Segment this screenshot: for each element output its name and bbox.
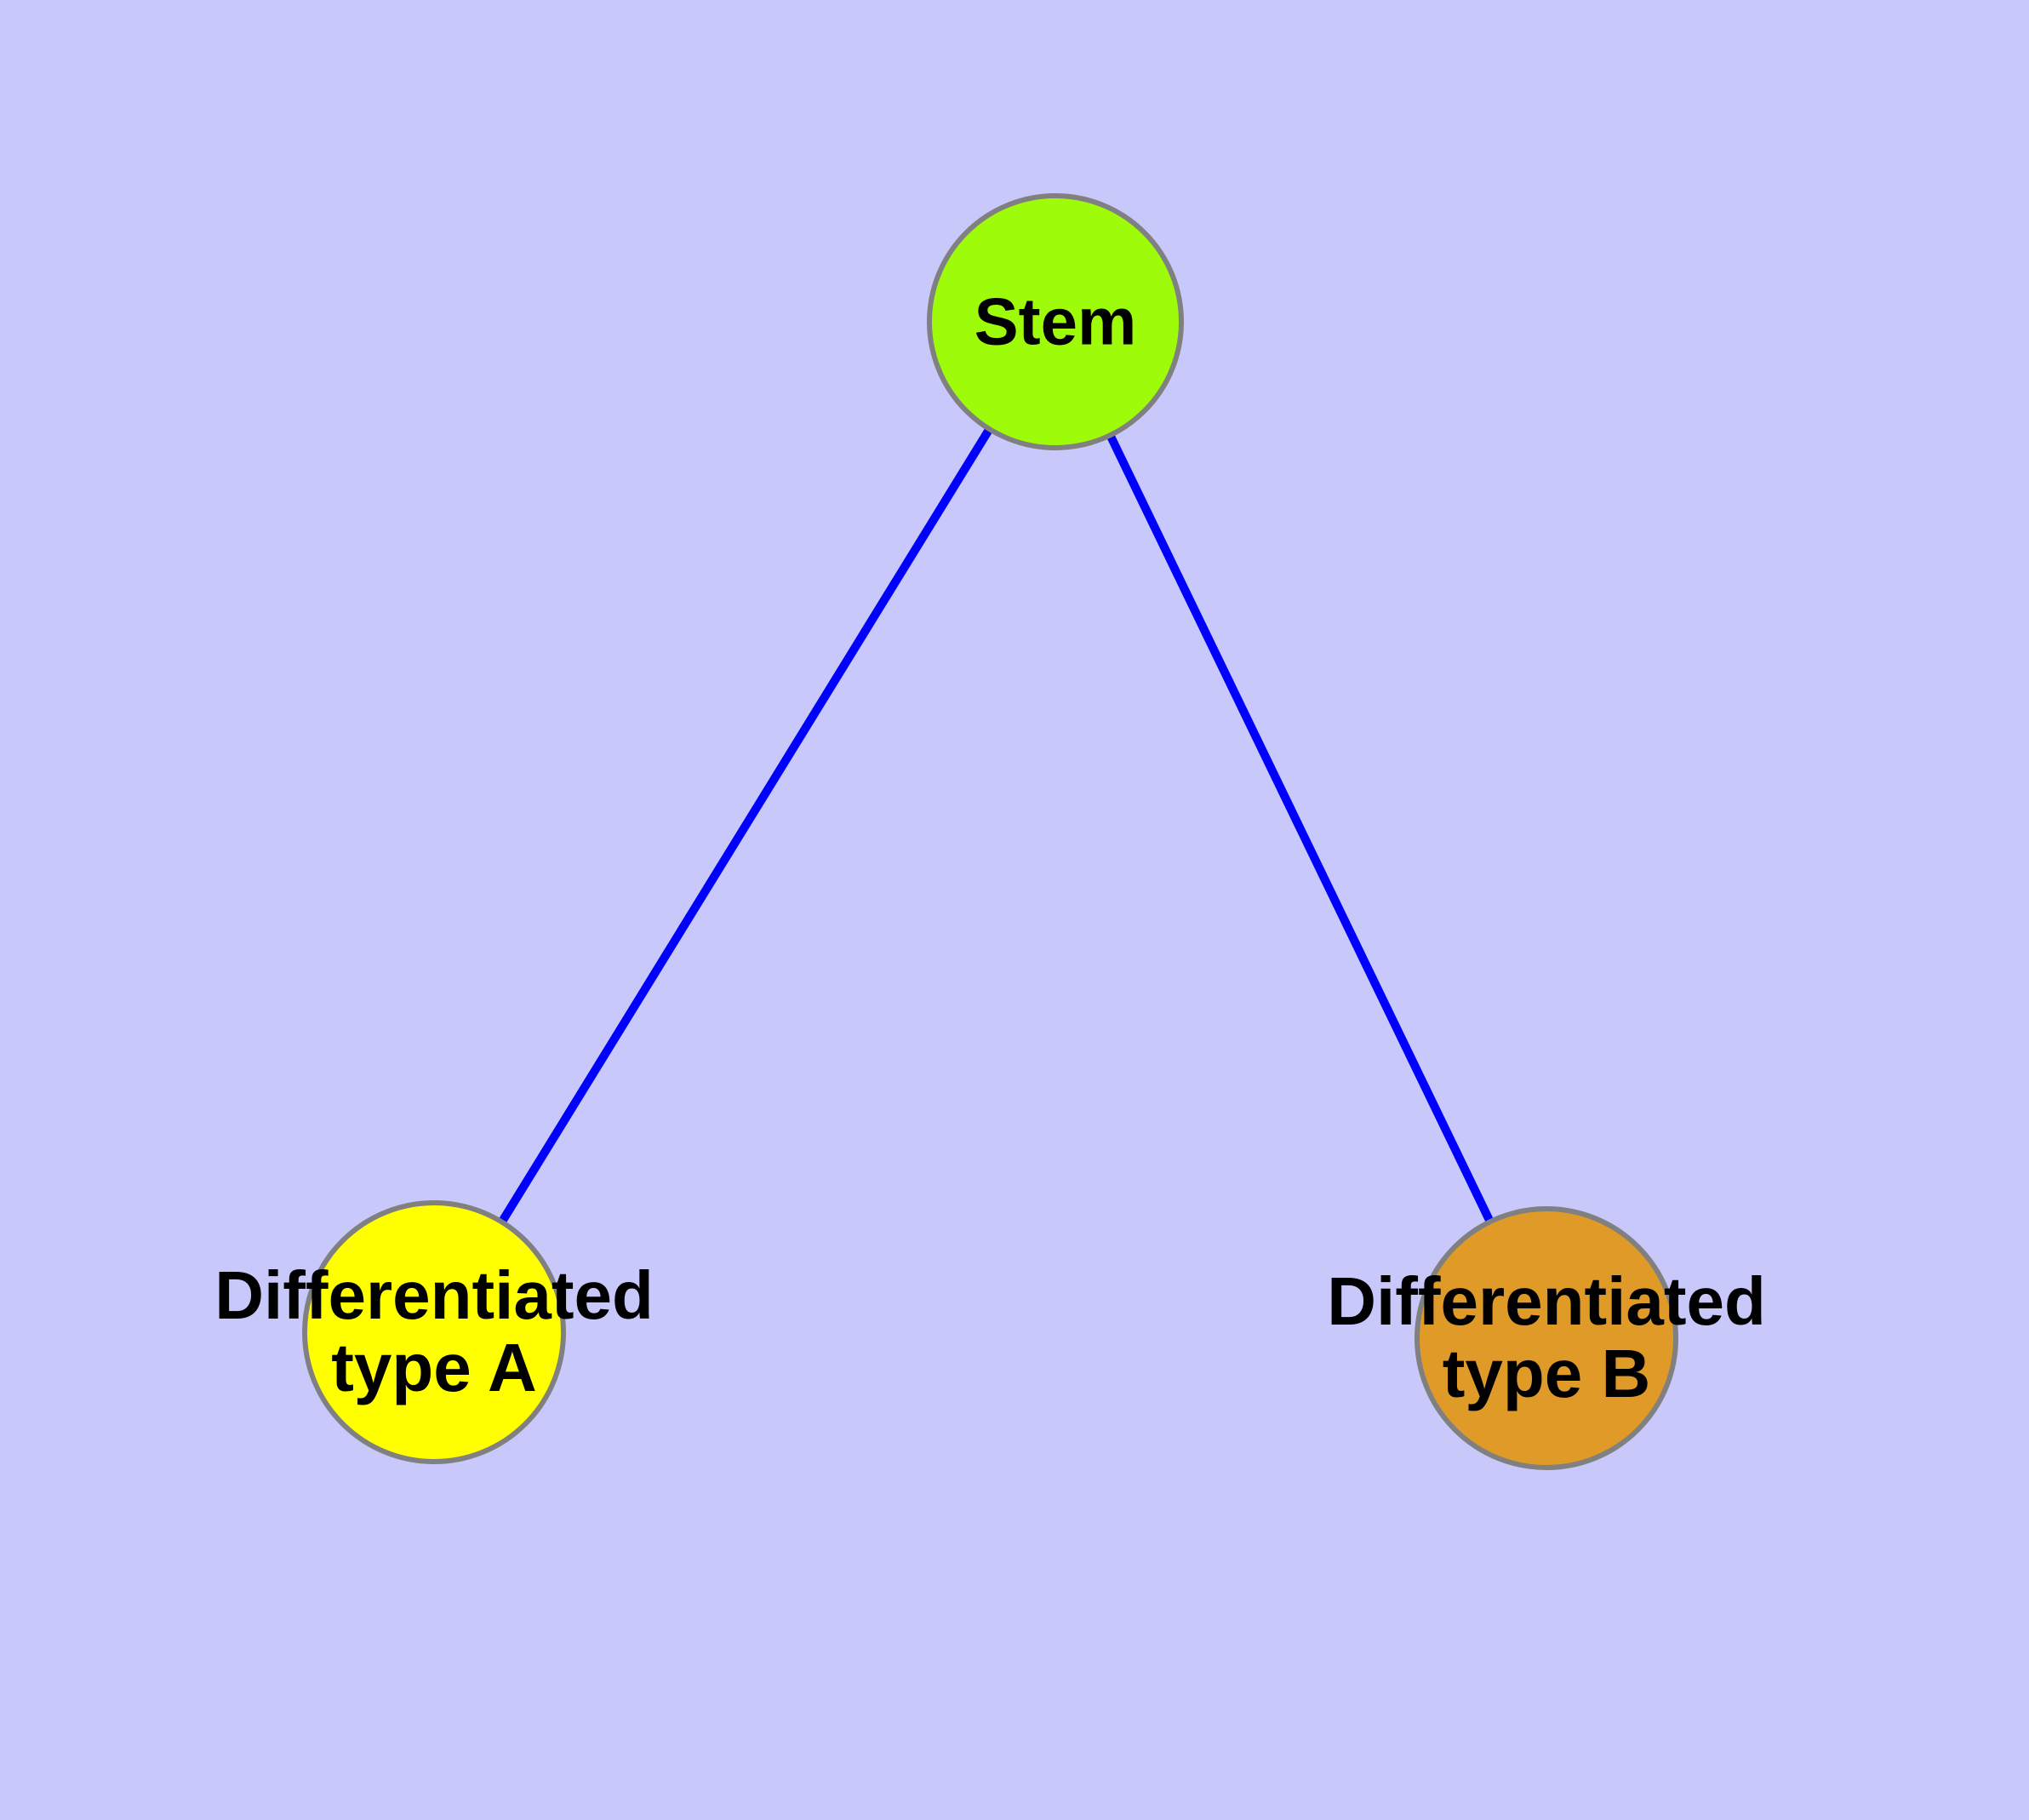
node-stem[interactable] (927, 193, 1184, 450)
node-differentiated-type-b[interactable] (1415, 1206, 1678, 1470)
edge-stem-to-diff-a[interactable] (498, 426, 993, 1225)
edge-layer (498, 426, 1495, 1225)
edge-stem-to-diff-b[interactable] (1106, 433, 1495, 1224)
node-differentiated-type-a[interactable] (302, 1200, 566, 1464)
node-layer (302, 193, 1678, 1470)
